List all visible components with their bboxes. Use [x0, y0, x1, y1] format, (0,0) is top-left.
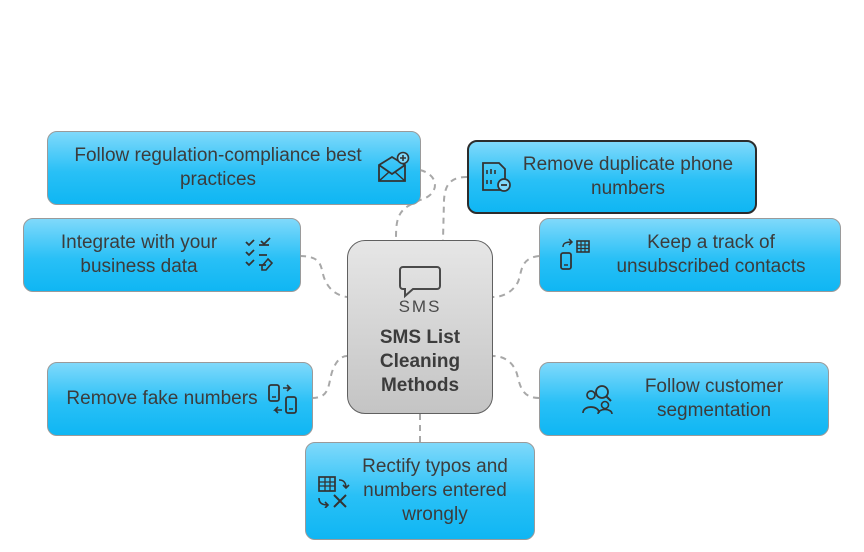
phone-grid-icon: [558, 238, 592, 272]
node-typos-label: Rectify typos and numbers entered wrongl…: [362, 456, 508, 525]
people-search-icon: [580, 382, 616, 416]
node-duplicate[interactable]: Remove duplicate phone numbers: [467, 140, 757, 214]
node-duplicate-label: Remove duplicate phone numbers: [522, 154, 734, 199]
node-regulation[interactable]: Follow regulation-compliance best practi…: [47, 131, 421, 205]
sms-icon-text: SMS: [399, 297, 442, 315]
center-node: SMS SMS List Cleaning Methods: [347, 240, 493, 414]
connector-fake: [311, 355, 348, 399]
connector-duplicate: [442, 176, 468, 241]
node-fake-label: Remove fake numbers: [66, 388, 258, 409]
sms-chat-icon: SMS: [396, 263, 444, 320]
sim-remove-icon: [479, 160, 513, 194]
node-integrate-label: Integrate with your business data: [60, 232, 218, 277]
connector-regulation: [395, 169, 436, 241]
node-unsubscribed-label: Keep a track of unsubscribed contacts: [616, 232, 806, 277]
connector-unsubscribed: [492, 255, 540, 298]
table-correct-icon: [316, 474, 350, 508]
node-typos[interactable]: Rectify typos and numbers entered wrongl…: [305, 442, 535, 540]
node-fake[interactable]: Remove fake numbers: [47, 362, 313, 436]
data-checklist-icon: [240, 237, 274, 273]
center-title: SMS List Cleaning Methods: [379, 327, 461, 396]
connector-segmentation: [492, 355, 540, 399]
phone-swap-icon: [266, 382, 300, 416]
node-unsubscribed[interactable]: Keep a track of unsubscribed contacts: [539, 218, 841, 292]
connector-integrate: [299, 255, 348, 298]
node-integrate[interactable]: Integrate with your business data: [23, 218, 301, 292]
node-segmentation-label: Follow customer segmentation: [644, 376, 784, 421]
node-segmentation[interactable]: Follow customer segmentation: [539, 362, 829, 436]
node-regulation-label: Follow regulation-compliance best practi…: [74, 145, 362, 190]
envelope-badge-icon: [376, 151, 410, 185]
